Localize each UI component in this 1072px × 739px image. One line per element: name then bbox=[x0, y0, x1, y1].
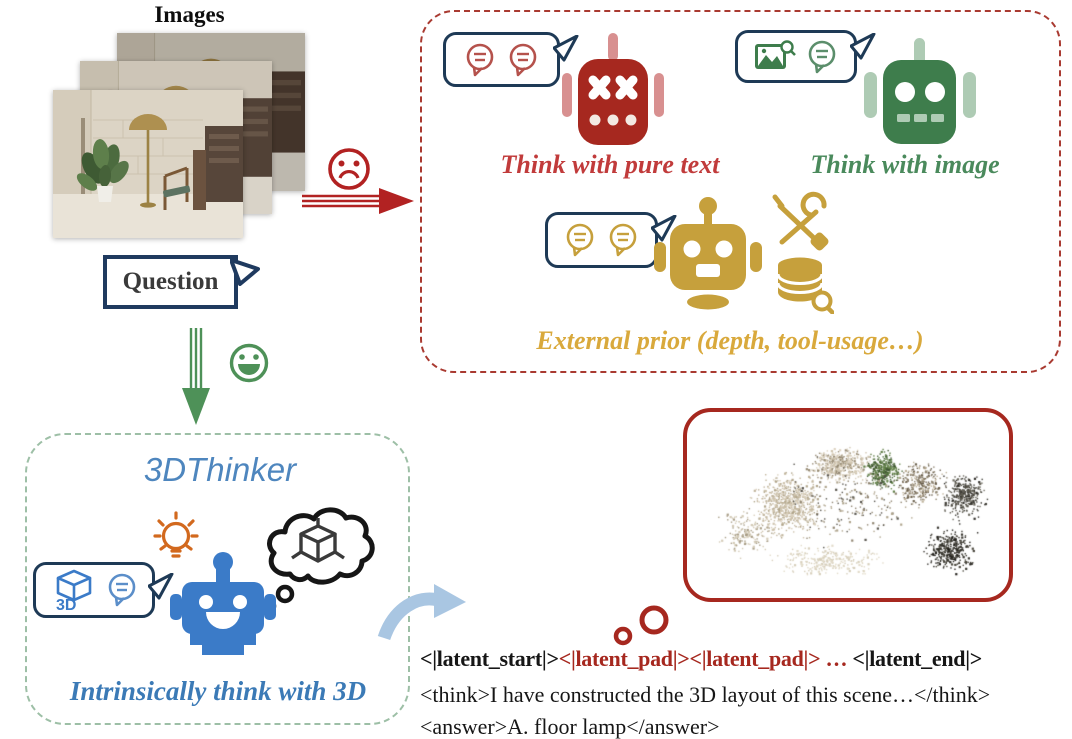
point-cloud-panel bbox=[683, 408, 1013, 602]
chat-icon bbox=[108, 573, 135, 607]
image-robot-icon bbox=[864, 38, 976, 144]
lightbulb-icon bbox=[153, 511, 199, 558]
question-bubble: Question bbox=[103, 255, 260, 309]
latent-start-token: <|latent_start|> bbox=[420, 646, 559, 671]
thought-cloud-icon bbox=[263, 507, 375, 613]
speech-bubble-3d: 3D bbox=[33, 562, 174, 618]
latent-pad-tokens: <|latent_pad|><|latent_pad|> … bbox=[558, 646, 848, 671]
label-think-image: Think with image bbox=[810, 150, 1000, 179]
thinker-robot-icon bbox=[170, 552, 276, 655]
speech-bubble-pure-text bbox=[443, 32, 579, 87]
bubble-tail bbox=[850, 33, 876, 60]
thought-dots-icon bbox=[613, 605, 669, 646]
speech-bubble-image bbox=[735, 30, 876, 83]
tools-icon bbox=[772, 191, 829, 251]
label-external-prior: External prior (depth, tool-usage…) bbox=[536, 326, 924, 355]
question-bubble-tail bbox=[230, 258, 260, 286]
cube-3d-badge: 3D bbox=[56, 597, 76, 612]
speech-bubble-external bbox=[545, 212, 677, 268]
chat-icon bbox=[509, 43, 537, 76]
pure-text-robot-icon bbox=[562, 33, 664, 145]
arrow-to-thinker bbox=[182, 328, 210, 425]
output-latent-line: <|latent_start|><|latent_pad|><|latent_p… bbox=[420, 646, 982, 672]
images-title: Images bbox=[154, 2, 225, 27]
thinker-caption: Intrinsically think with 3D bbox=[69, 676, 367, 706]
label-think-pure-text: Think with pure text bbox=[500, 150, 720, 179]
sad-face-icon bbox=[328, 148, 370, 190]
arrow-to-output bbox=[377, 584, 466, 641]
bubble-tail bbox=[148, 573, 174, 600]
external-prior-robot-icon bbox=[654, 197, 762, 310]
bubble-tail bbox=[553, 35, 579, 62]
question-label: Question bbox=[122, 268, 219, 295]
chat-icon bbox=[466, 43, 494, 76]
thinker-title: 3DThinker bbox=[143, 451, 297, 488]
output-think-line: <think>I have constructed the 3D layout … bbox=[420, 682, 991, 707]
chat-icon bbox=[808, 40, 835, 73]
cube-3d-icon: 3D bbox=[56, 569, 91, 612]
happy-face-icon bbox=[229, 343, 269, 383]
database-search-icon bbox=[776, 257, 834, 314]
scene-photo-front bbox=[53, 90, 243, 238]
output-answer-line: <answer>A. floor lamp</answer> bbox=[420, 714, 720, 739]
bubble-tail bbox=[651, 215, 677, 242]
chat-icon bbox=[609, 223, 637, 257]
image-search-icon bbox=[754, 39, 796, 69]
point-cloud-canvas bbox=[687, 412, 1008, 597]
chat-icon bbox=[566, 223, 594, 257]
arrow-to-baselines bbox=[302, 188, 414, 214]
latent-end-token: <|latent_end|> bbox=[847, 646, 982, 671]
